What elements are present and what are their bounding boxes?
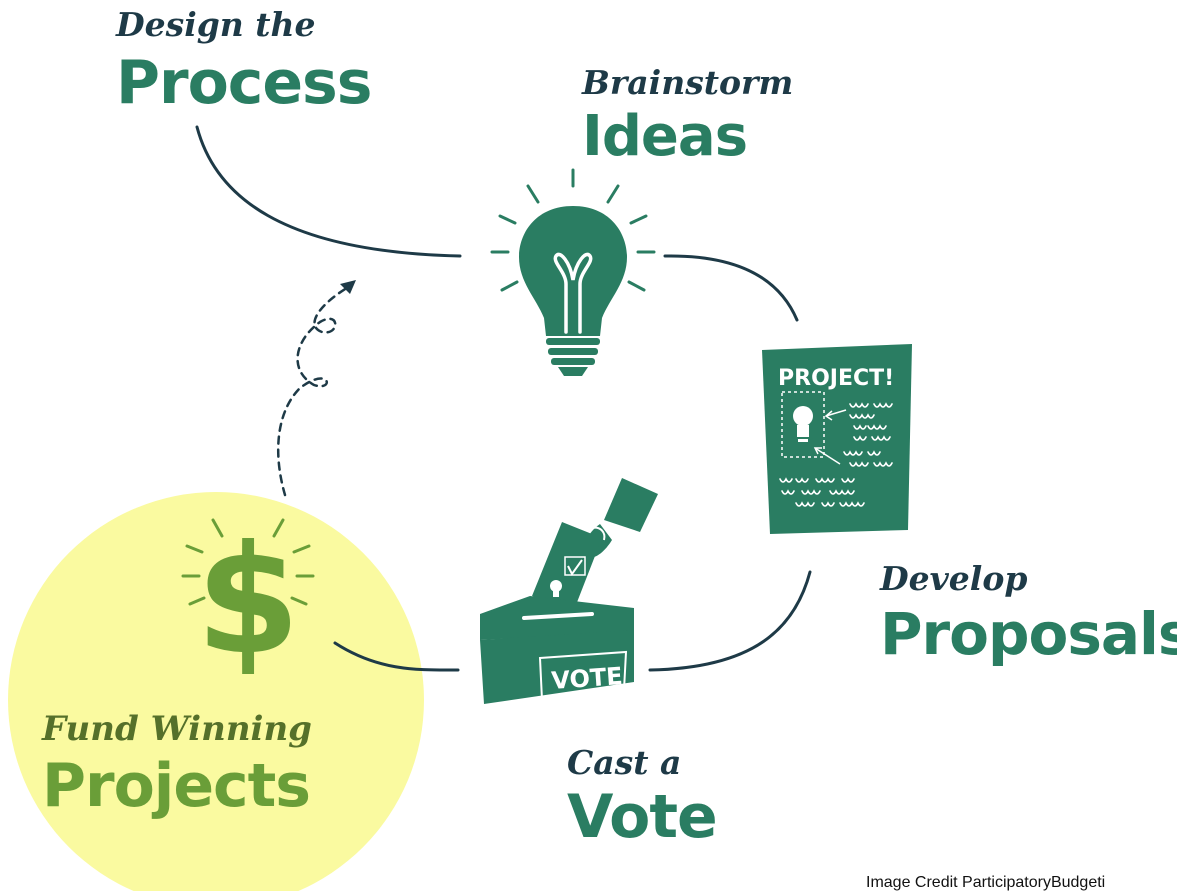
highlight-circle xyxy=(8,492,424,891)
dollar-symbol: $ xyxy=(196,514,300,688)
stage-brainstorm-main: Ideas xyxy=(582,104,748,169)
hand-with-ballot-icon xyxy=(532,478,658,610)
stage-cast-vote: Cast a Vote xyxy=(567,743,718,852)
stage-brainstorm-sub: Brainstorm xyxy=(582,63,794,102)
cycle-connectors xyxy=(195,125,812,672)
stage-vote-main: Vote xyxy=(567,782,718,852)
connector-ideas-to-proposals xyxy=(663,254,799,322)
stage-design-sub: Design the xyxy=(116,5,316,44)
stage-fund-projects: Fund Winning Projects xyxy=(42,712,312,816)
poster-bulb-icon xyxy=(793,406,813,442)
stage-develop-main: Proposals xyxy=(880,600,1177,668)
connector-proposals-to-vote xyxy=(648,570,812,672)
stage-design-main: Process xyxy=(116,48,372,118)
dashed-loop-arrow xyxy=(276,284,352,497)
connector-design-to-ideas xyxy=(195,125,462,258)
lightbulb-icon xyxy=(490,168,656,376)
ballot-box-icon: VOTE xyxy=(480,478,658,704)
stage-develop-proposals: Develop Proposals xyxy=(880,562,1177,663)
project-poster-icon: PROJECT! xyxy=(762,344,912,534)
stage-design-process: Design the Process xyxy=(116,5,372,118)
stage-vote-sub: Cast a xyxy=(567,743,682,782)
stage-brainstorm-ideas: Brainstorm Ideas xyxy=(582,66,793,165)
poster-title: PROJECT! xyxy=(778,366,894,391)
stage-fund-main: Projects xyxy=(42,751,311,821)
ballot-box-label: VOTE xyxy=(550,662,623,695)
stage-develop-sub: Develop xyxy=(880,559,1028,598)
dollar-sign-icon: $ xyxy=(181,514,315,688)
connector-vote-to-fund xyxy=(333,641,460,672)
stage-fund-sub: Fund Winning xyxy=(42,709,312,749)
image-credit: Image Credit ParticipatoryBudgeti xyxy=(866,874,1106,891)
arrowhead-icon xyxy=(340,280,356,294)
